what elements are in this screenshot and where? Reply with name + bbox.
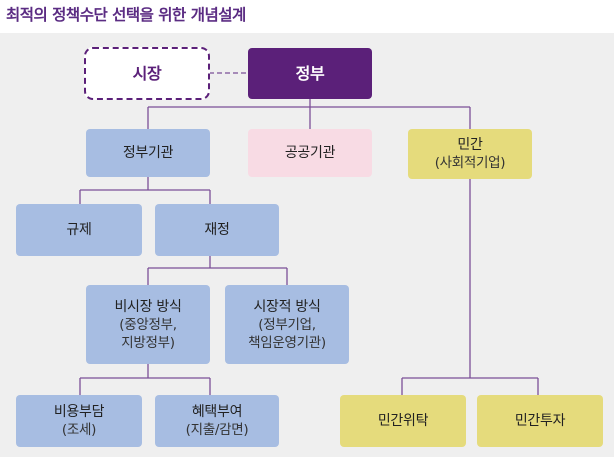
node-cost-burden-label: 비용부담 [53, 404, 105, 420]
node-public-agency-label: 공공기관 [284, 145, 336, 161]
node-benefit-grant-label: 혜택부여 [191, 404, 243, 420]
node-regulation-label: 규제 [66, 222, 92, 238]
diagram-title: 최적의 정책수단 선택을 위한 개념설계 [6, 6, 246, 24]
node-regulation: 규제 [16, 204, 142, 256]
node-private-consign-label: 민간위탁 [377, 413, 429, 429]
node-private-sub: (사회적기업) [434, 155, 506, 171]
node-government: 정부 [248, 48, 372, 99]
node-private-invest: 민간투자 [477, 395, 603, 447]
node-market-label: 시장 [132, 63, 162, 83]
node-gov-agency-label: 정부기관 [122, 145, 174, 161]
node-government-label: 정부 [295, 63, 325, 83]
node-private-label: 민간 [457, 137, 483, 153]
node-gov-agency: 정부기관 [86, 129, 210, 177]
node-private: 민간 (사회적기업) [408, 129, 532, 179]
node-non-market-label: 비시장 방식 [114, 298, 182, 315]
node-non-market-sub1: (중앙정부, [119, 316, 177, 333]
node-market-based-label: 시장적 방식 [253, 298, 321, 315]
node-benefit-grant: 혜택부여 (지출/감면) [155, 395, 279, 447]
node-non-market: 비시장 방식 (중앙정부, 지방정부) [86, 285, 210, 364]
node-private-consign: 민간위탁 [340, 395, 466, 447]
node-finance: 재정 [155, 204, 279, 256]
node-market-based-sub1: (정부기업, [258, 316, 316, 333]
node-private-invest-label: 민간투자 [514, 413, 566, 429]
node-cost-burden: 비용부담 (조세) [16, 395, 142, 447]
node-market-based-sub2: 책임운영기관) [248, 334, 326, 351]
node-market: 시장 [84, 47, 210, 100]
node-public-agency: 공공기관 [248, 129, 372, 177]
node-benefit-grant-sub: (지출/감면) [185, 422, 249, 438]
node-market-based: 시장적 방식 (정부기업, 책임운영기관) [225, 285, 349, 364]
node-cost-burden-sub: (조세) [61, 422, 97, 438]
node-finance-label: 재정 [204, 222, 230, 238]
node-non-market-sub2: 지방정부) [121, 334, 175, 351]
